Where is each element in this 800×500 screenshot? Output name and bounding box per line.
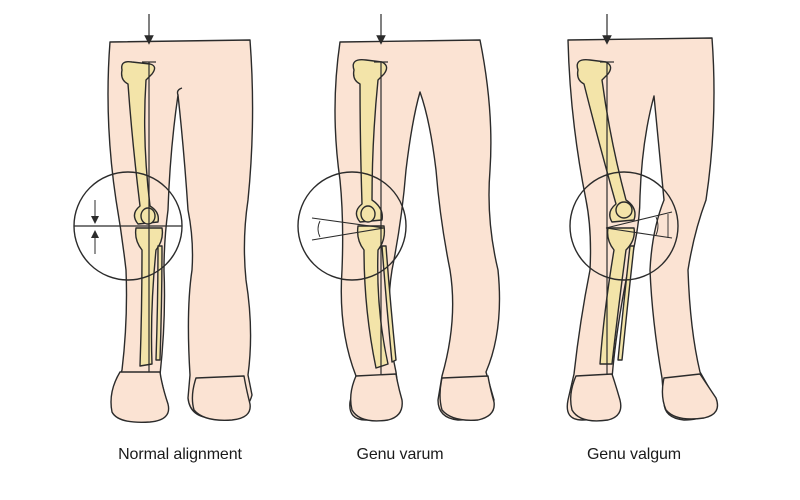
angle-line-upper: [605, 211, 673, 229]
angle-line-lower: [311, 227, 385, 241]
angle-line-upper: [311, 217, 385, 229]
tibia: [599, 227, 636, 365]
fibula: [155, 245, 163, 361]
bones: [352, 59, 397, 369]
feet: [569, 373, 719, 422]
left-foot: [110, 371, 170, 423]
left-foot: [569, 373, 622, 422]
right-foot: [439, 375, 495, 421]
knee-magnifier-circle: [297, 171, 407, 281]
feet: [349, 373, 495, 422]
patella: [615, 201, 633, 219]
panel-normal-alignment: [73, 14, 254, 423]
patella: [140, 207, 156, 225]
panel-genu-varum: [297, 14, 501, 422]
caption-genu-varum: Genu varum: [356, 446, 444, 463]
bones: [576, 59, 636, 365]
knee-magnifier-circle: [569, 171, 679, 281]
inner-thigh-line: [176, 87, 183, 96]
panel-genu-valgum: [566, 14, 719, 422]
right-foot: [661, 373, 719, 420]
right-foot: [191, 375, 251, 421]
left-foot: [349, 373, 403, 422]
fibula: [381, 245, 397, 363]
patella: [360, 205, 376, 223]
caption-normal-alignment: Normal alignment: [118, 446, 242, 463]
fibula: [617, 245, 635, 361]
caption-genu-valgum: Genu valgum: [586, 446, 682, 463]
angle-arc: [655, 216, 659, 236]
angle-arc: [317, 220, 321, 238]
feet: [110, 371, 251, 423]
femur: [576, 59, 636, 223]
femur: [120, 60, 160, 225]
femur: [352, 59, 388, 223]
angle-line-lower: [605, 227, 673, 239]
